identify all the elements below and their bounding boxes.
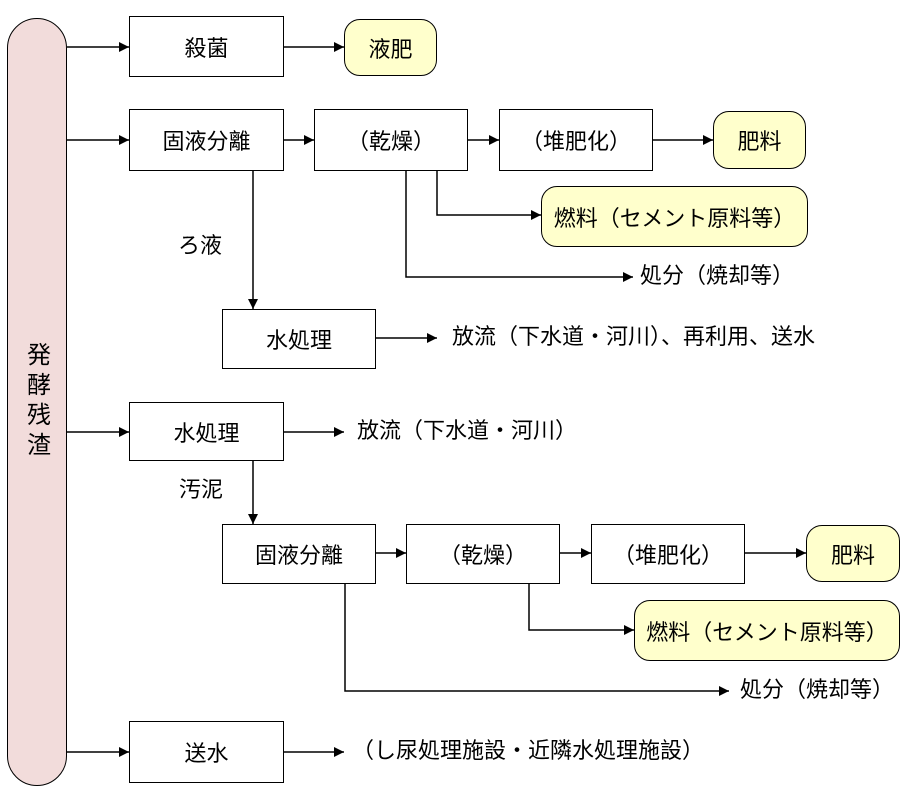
digestate-source-bar: 発酵残渣 [7,18,67,786]
liquid-fertilizer-product: 液肥 [344,19,437,76]
fuel-product-1: 燃料（セメント原料等） [541,186,808,247]
water-treatment-box-2: 水処理 [129,402,284,461]
fuel-product-2: 燃料（セメント原料等） [634,600,900,661]
sterilize-box: 殺菌 [129,16,284,77]
disposal-text-1: 処分（焼却等） [640,264,795,289]
composting-box-2: （堆肥化） [591,524,745,584]
fertilizer-product-1: 肥料 [713,111,806,169]
water-treatment-box-1: 水処理 [222,309,376,369]
drying-box-1: （乾燥） [314,109,468,171]
composting-box-1: （堆肥化） [499,109,653,171]
transfer-box: 送水 [129,721,284,783]
arrow-drying-2-to-fuel [528,584,634,635]
water-outlet-text-1: 放流（下水道・河川）、再利用、送水 [452,325,816,350]
sludge-label: 汚泥 [179,478,224,503]
filtrate-label: ろ液 [178,234,223,259]
drying-box-2: （乾燥） [406,524,560,584]
disposal-text-2: 処分（焼却等） [740,678,895,703]
digestate-label: 発酵残渣 [22,342,51,462]
arrow-separation-2-to-disposal [344,584,729,696]
fertilizer-product-2: 肥料 [806,525,900,582]
transfer-destination-text: （し尿処理施設・近隣水処理施設） [352,739,705,764]
arrow-drying-1-to-fuel [436,171,541,220]
water-outlet-text-2: 放流（下水道・河川） [357,419,578,444]
separation-box-1: 固液分離 [129,109,284,171]
arrow-drying-1-to-disposal [405,171,633,282]
separation-box-2: 固液分離 [222,524,376,584]
